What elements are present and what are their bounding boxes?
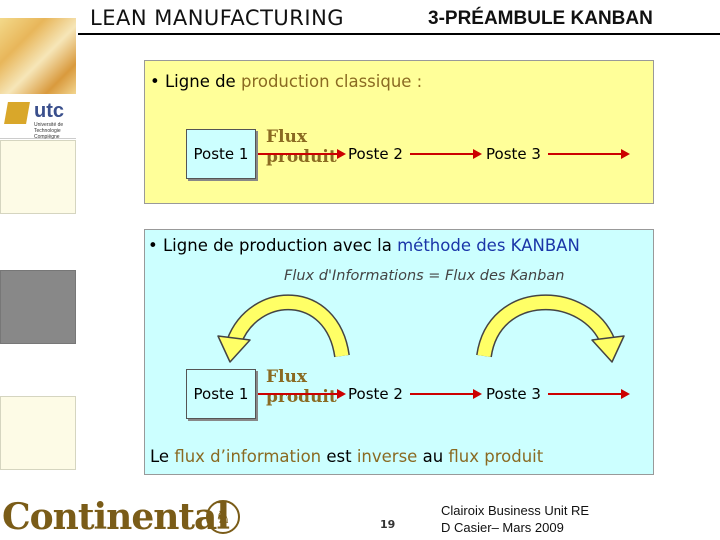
kanban-line-heading: • Ligne de production avec la méthode de… bbox=[148, 236, 580, 255]
poste-2-label: Poste 2 bbox=[348, 385, 403, 403]
flow-arrow-line bbox=[410, 153, 474, 155]
header-left-title: LEAN MANUFACTURING bbox=[90, 6, 345, 30]
heading-highlight: production classique : bbox=[240, 72, 423, 91]
flux-label-line2: produit bbox=[266, 387, 337, 407]
heading-highlight: méthode des KANBAN bbox=[397, 236, 580, 255]
footer-credits: Clairoix Business Unit RE D Casier– Mars… bbox=[441, 502, 589, 536]
heading-text: Ligne de production avec la bbox=[162, 236, 398, 255]
sidebar-decor-box bbox=[0, 396, 76, 470]
flow-arrow-line bbox=[410, 393, 474, 395]
conclusion-text: Le bbox=[150, 447, 175, 466]
flow-arrow-head bbox=[337, 389, 346, 399]
conclusion-text: au bbox=[417, 447, 449, 466]
kanban-info-arcs bbox=[217, 294, 625, 363]
sidebar-photo bbox=[0, 18, 76, 94]
kanban-arc-left bbox=[217, 294, 350, 363]
flow-arrow-head bbox=[621, 149, 630, 159]
sidebar-decor-box bbox=[0, 270, 76, 344]
flow-arrow-head bbox=[337, 149, 346, 159]
conclusion-highlight: inverse bbox=[356, 447, 418, 466]
flow-arrow-head bbox=[621, 389, 630, 399]
kanban-info-flow-label: Flux d'Informations = Flux des Kanban bbox=[284, 268, 565, 284]
flow-arrow-line bbox=[548, 393, 622, 395]
flow-arrow-line bbox=[258, 153, 338, 155]
classic-line-heading: • Ligne de production classique : bbox=[150, 72, 422, 91]
bullet: • bbox=[148, 236, 158, 255]
bullet: • bbox=[150, 72, 160, 91]
conclusion-highlight: flux produit bbox=[448, 447, 544, 466]
page-number: 19 bbox=[380, 518, 396, 531]
poste-3-label: Poste 3 bbox=[486, 385, 541, 403]
header-divider bbox=[78, 33, 720, 35]
sidebar-decor-box bbox=[0, 140, 76, 214]
footer-line-2: D Casier– Mars 2009 bbox=[441, 520, 564, 535]
kanban-arc-right bbox=[476, 294, 625, 363]
flux-label-line2: produit bbox=[266, 147, 337, 167]
poste-3-label: Poste 3 bbox=[486, 145, 541, 163]
poste-1-box: Poste 1 bbox=[186, 129, 256, 179]
continental-logo: Continental bbox=[2, 496, 230, 538]
flux-label-line1: Flux bbox=[266, 367, 308, 387]
flux-produit-label: Flux produit bbox=[266, 367, 337, 407]
utc-logo-mark bbox=[4, 102, 30, 124]
header-right-title: 3-PRÉAMBULE KANBAN bbox=[428, 8, 653, 29]
horse-emblem-icon: ♞ bbox=[206, 500, 240, 534]
utc-logo: utc Université de Technologie Compiègne bbox=[0, 98, 76, 140]
heading-text: Ligne de bbox=[164, 72, 241, 91]
conclusion-text: est bbox=[321, 447, 357, 466]
poste-1-box: Poste 1 bbox=[186, 369, 256, 419]
flux-label-line1: Flux bbox=[266, 127, 308, 147]
flow-arrow-line bbox=[548, 153, 622, 155]
utc-logo-text: utc bbox=[34, 100, 64, 122]
flow-arrow-head bbox=[473, 389, 482, 399]
kanban-conclusion: Le flux d’information est inverse au flu… bbox=[150, 447, 543, 466]
flow-arrow-head bbox=[473, 149, 482, 159]
conclusion-highlight: flux d’information bbox=[174, 447, 322, 466]
flux-produit-label: Flux produit bbox=[266, 127, 337, 167]
poste-2-label: Poste 2 bbox=[348, 145, 403, 163]
footer-line-1: Clairoix Business Unit RE bbox=[441, 503, 590, 518]
utc-logo-subtitle: Université de Technologie Compiègne bbox=[34, 122, 64, 140]
flow-arrow-line bbox=[258, 393, 338, 395]
